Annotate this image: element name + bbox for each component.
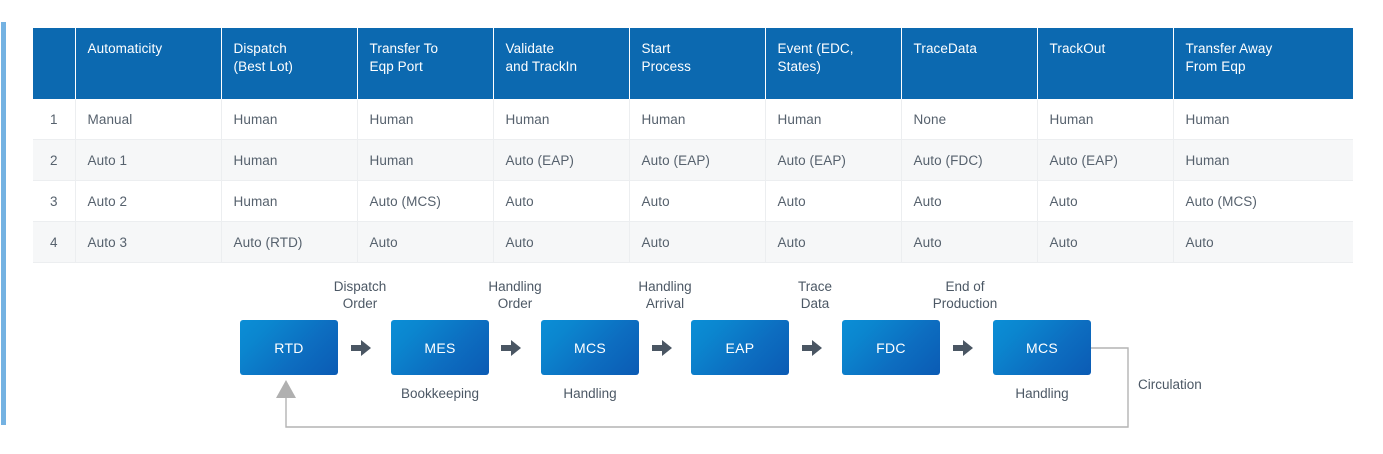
cell-trackout: Auto (EAP) xyxy=(1037,139,1174,181)
column-header-index xyxy=(33,28,76,99)
table-row: 4 Auto 3 Auto (RTD) Auto Auto Auto Auto … xyxy=(33,221,1353,263)
cell-index: 2 xyxy=(33,139,76,181)
cell-index: 1 xyxy=(33,99,76,140)
column-header-event: Event (EDC,States) xyxy=(765,28,902,99)
cell-start-process: Auto xyxy=(629,180,766,222)
cell-index: 4 xyxy=(33,221,76,263)
cell-trackout: Auto xyxy=(1037,180,1174,222)
arrow-right-icon-3 xyxy=(651,338,673,358)
flow-label-circulation: Circulation xyxy=(1138,377,1202,392)
cell-validate-and-trackin: Auto xyxy=(493,221,630,263)
flow-node-mes[interactable]: MES xyxy=(391,320,489,375)
cell-dispatch: Auto (RTD) xyxy=(221,221,358,263)
arrow-right-icon-5 xyxy=(952,338,974,358)
left-accent-bar xyxy=(1,22,6,425)
cell-transfer-away: Auto (MCS) xyxy=(1173,180,1353,222)
flow-node-rtd[interactable]: RTD xyxy=(240,320,338,375)
cell-start-process: Auto (EAP) xyxy=(629,139,766,181)
cell-automaticity: Auto 1 xyxy=(75,139,222,181)
cell-index: 3 xyxy=(33,180,76,222)
cell-validate-and-trackin: Human xyxy=(493,99,630,140)
arrow-right-icon-4 xyxy=(801,338,823,358)
flow-node-eap[interactable]: EAP xyxy=(691,320,789,375)
cell-start-process: Human xyxy=(629,99,766,140)
cell-trackout: Auto xyxy=(1037,221,1174,263)
cell-event: Human xyxy=(765,99,902,140)
cell-transfer-away: Human xyxy=(1173,99,1353,140)
cell-transfer-away: Human xyxy=(1173,139,1353,181)
table-row: 2 Auto 1 Human Human Auto (EAP) Auto (EA… xyxy=(33,139,1353,181)
flow-node-mcs-2[interactable]: MCS xyxy=(993,320,1091,375)
flow-node-mcs-1[interactable]: MCS xyxy=(541,320,639,375)
cell-dispatch: Human xyxy=(221,180,358,222)
cell-trackout: Human xyxy=(1037,99,1174,140)
column-header-trackout: TrackOut xyxy=(1037,28,1174,99)
cell-event: Auto xyxy=(765,180,902,222)
cell-dispatch: Human xyxy=(221,99,358,140)
cell-tracedata: Auto (FDC) xyxy=(901,139,1038,181)
cell-event: Auto (EAP) xyxy=(765,139,902,181)
cell-event: Auto xyxy=(765,221,902,263)
column-header-automaticity: Automaticity xyxy=(75,28,222,99)
flow-label-bookkeeping: Bookkeeping xyxy=(400,386,480,401)
cell-tracedata: Auto xyxy=(901,221,1038,263)
automation-levels-table: Automaticity Dispatch(Best Lot) Transfer… xyxy=(33,28,1353,263)
table-row: 3 Auto 2 Human Auto (MCS) Auto Auto Auto… xyxy=(33,180,1353,222)
table-body: 1 Manual Human Human Human Human Human N… xyxy=(33,99,1353,263)
cell-tracedata: Auto xyxy=(901,180,1038,222)
table-row: 1 Manual Human Human Human Human Human N… xyxy=(33,99,1353,140)
cell-start-process: Auto xyxy=(629,221,766,263)
cell-transfer-to-eqp-port: Auto xyxy=(357,221,494,263)
arrow-right-icon-2 xyxy=(500,338,522,358)
cell-transfer-to-eqp-port: Human xyxy=(357,99,494,140)
flow-label-handling-1: Handling xyxy=(563,386,617,401)
cell-transfer-to-eqp-port: Human xyxy=(357,139,494,181)
cell-automaticity: Auto 2 xyxy=(75,180,222,222)
column-header-dispatch: Dispatch(Best Lot) xyxy=(221,28,358,99)
cell-dispatch: Human xyxy=(221,139,358,181)
table-header-row: Automaticity Dispatch(Best Lot) Transfer… xyxy=(33,28,1353,99)
table-header: Automaticity Dispatch(Best Lot) Transfer… xyxy=(33,28,1353,99)
cell-tracedata: None xyxy=(901,99,1038,140)
flow-label-handling-2: Handling xyxy=(1015,386,1069,401)
cell-validate-and-trackin: Auto (EAP) xyxy=(493,139,630,181)
cell-transfer-away: Auto xyxy=(1173,221,1353,263)
cell-transfer-to-eqp-port: Auto (MCS) xyxy=(357,180,494,222)
cell-automaticity: Auto 3 xyxy=(75,221,222,263)
arrow-right-icon-1 xyxy=(350,338,372,358)
flow-node-fdc[interactable]: FDC xyxy=(842,320,940,375)
column-header-tracedata: TraceData xyxy=(901,28,1038,99)
cell-automaticity: Manual xyxy=(75,99,222,140)
cell-validate-and-trackin: Auto xyxy=(493,180,630,222)
